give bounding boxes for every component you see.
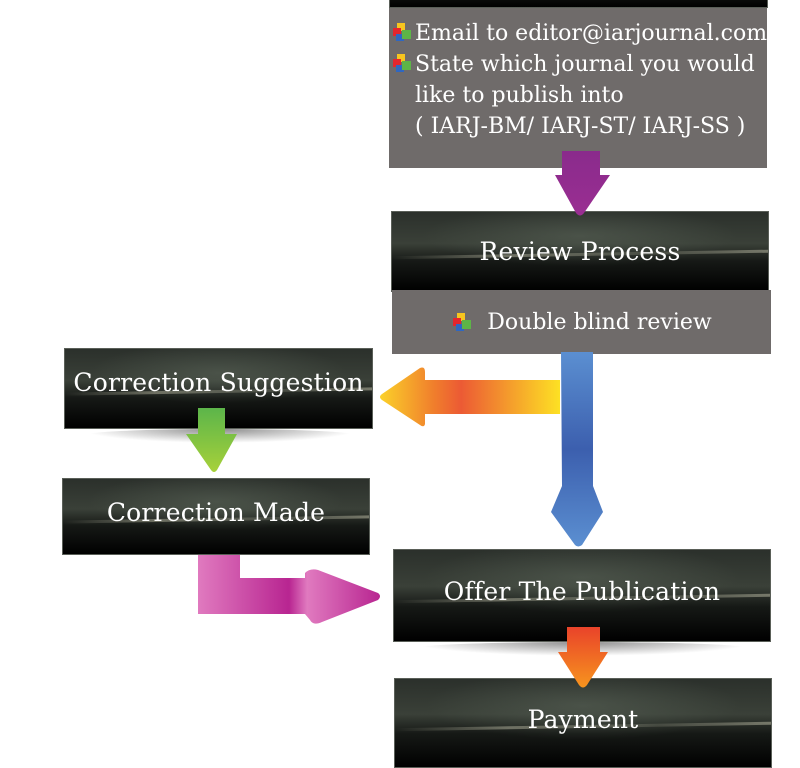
correction-suggestion-title: Correction Suggestion — [73, 368, 364, 397]
correction-made-title: Correction Made — [106, 498, 326, 527]
journal-instruction: State which journal you would — [415, 52, 755, 77]
arrow-down-purple — [555, 151, 610, 216]
colored-cubes-icon — [393, 54, 411, 72]
correction-made-box: Correction Made — [62, 478, 370, 555]
arrow-down-red-orange — [558, 627, 608, 688]
double-blind-review-text: Double blind review — [487, 309, 712, 335]
offer-publication-box: Offer The Publication — [393, 549, 771, 642]
submission-info-box: Email to editor@iarjournal.com State whi… — [389, 8, 767, 168]
offer-publication-title: Offer The Publication — [443, 577, 721, 606]
arrow-left-orange — [380, 367, 560, 427]
arrow-down-green — [186, 408, 237, 472]
review-process-title: Review Process — [479, 237, 681, 266]
submission-bullet-2: State which journal you would — [391, 49, 767, 80]
review-detail-box: Double blind review — [392, 290, 771, 354]
colored-cubes-icon — [453, 313, 472, 331]
colored-cubes-icon — [393, 23, 411, 41]
flow-arrows — [186, 151, 610, 688]
journal-options: ( IARJ-BM/ IARJ-ST/ IARJ-SS ) — [415, 114, 746, 139]
email-instruction: Email to editor@iarjournal.com — [415, 21, 768, 46]
submission-header-box — [389, 0, 768, 8]
journal-instruction-cont: like to publish into — [415, 83, 624, 108]
submission-bullet-1: Email to editor@iarjournal.com — [391, 18, 767, 49]
arrow-down-blue — [551, 352, 603, 547]
arrow-right-pink — [198, 555, 380, 624]
